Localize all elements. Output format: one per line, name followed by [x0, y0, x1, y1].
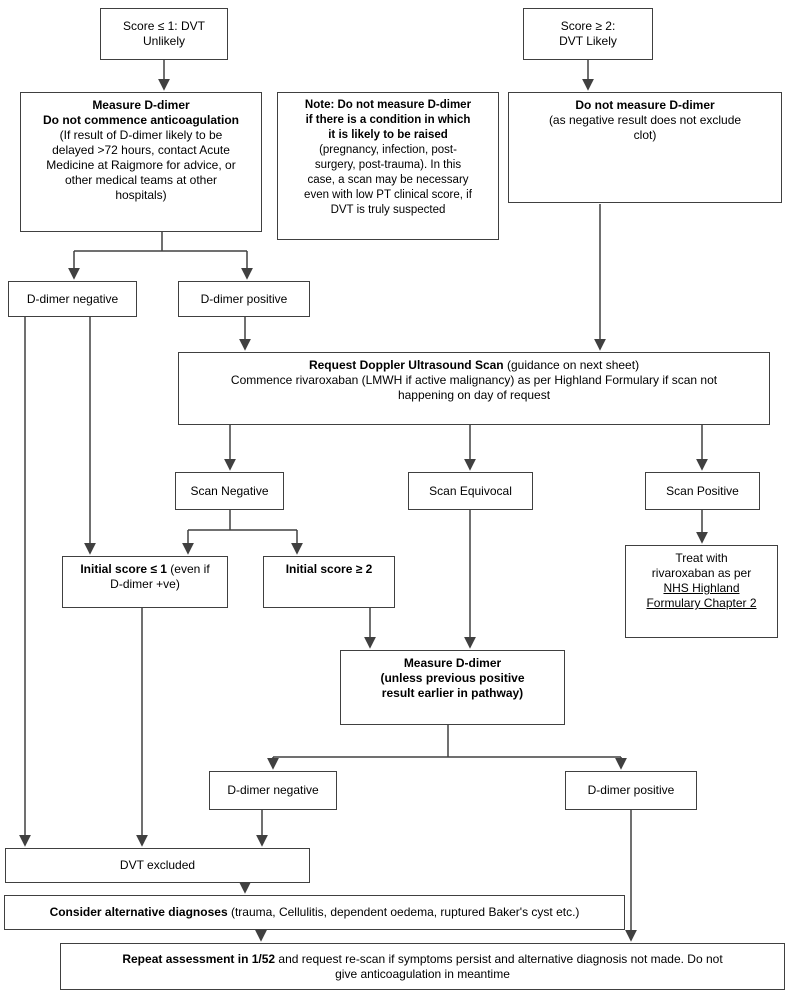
node-measure-ddimer-detail: (If result of D-dimer likely to be delay… [46, 128, 236, 202]
node-scan-positive-label: Scan Positive [666, 483, 739, 498]
node-ddimer-positive-1-label: D-dimer positive [200, 291, 288, 306]
node-request-title-note: (guidance on next sheet) [503, 358, 640, 372]
node-ddimer-negative-2: D-dimer negative [209, 771, 337, 810]
nhs-highland-formulary-link[interactable]: NHS Highland Formulary Chapter 2 [646, 581, 757, 610]
node-scan-equivocal-label: Scan Equivocal [429, 483, 512, 498]
node-dvt-excluded-label: DVT excluded [119, 858, 196, 872]
node-initial-score-le1-note: (even if D-dimer +ve) [110, 562, 210, 591]
node-treat-rivaroxaban: Treat with rivaroxaban as per NHS Highla… [625, 545, 778, 638]
node-ddimer-positive-2-label: D-dimer positive [587, 783, 675, 797]
node-score-low: Score ≤ 1: DVT Unlikely [100, 8, 228, 60]
node-measure-ddimer: Measure D-dimer Do not commence anticoag… [20, 92, 262, 232]
node-ddimer-negative-1-label: D-dimer negative [26, 291, 119, 306]
node-repeat-line: Repeat assessment in 1/52 and request re… [122, 952, 722, 982]
node-do-not-measure-title: Do not measure D-dimer [575, 98, 715, 112]
node-measure-ddimer-2-label: Measure D-dimer (unless previous positiv… [380, 656, 525, 700]
node-request-title: Request Doppler Ultrasound Scan [308, 358, 504, 372]
node-ddimer-negative-1: D-dimer negative [8, 281, 137, 317]
node-do-not-measure-detail: (as negative result does not exclude clo… [548, 113, 742, 142]
node-repeat-title: Repeat assessment in 1/52 [122, 951, 276, 966]
node-initial-score-le1: Initial score ≤ 1 (even if D-dimer +ve) [62, 556, 228, 608]
node-note-dimer-caution: Note: Do not measure D-dimer if there is… [277, 92, 499, 240]
node-repeat-assessment: Repeat assessment in 1/52 and request re… [60, 943, 785, 990]
node-treat-label: Treat with rivaroxaban as per [651, 551, 752, 580]
node-dvt-excluded: DVT excluded [5, 848, 310, 883]
node-consider-detail: (trauma, Cellulitis, dependent oedema, r… [227, 905, 580, 919]
node-score-low-label: Score ≤ 1: DVT Unlikely [123, 19, 205, 48]
node-request-detail: Commence rivaroxaban (LMWH if active mal… [230, 373, 718, 402]
node-initial-score-ge2: Initial score ≥ 2 [263, 556, 395, 608]
node-consider-alternative-diagnoses: Consider alternative diagnoses (trauma, … [4, 895, 625, 930]
node-request-title-line: Request Doppler Ultrasound Scan (guidanc… [183, 358, 765, 373]
node-initial-score-le1-label: Initial score ≤ 1 [80, 562, 167, 576]
node-scan-negative: Scan Negative [175, 472, 284, 510]
node-consider-line: Consider alternative diagnoses (trauma, … [50, 905, 580, 920]
node-ddimer-negative-2-label: D-dimer negative [227, 783, 319, 797]
node-score-high-label: Score ≥ 2: DVT Likely [559, 19, 617, 48]
node-repeat-detail: and request re-scan if symptoms persist … [278, 951, 723, 981]
node-consider-title: Consider alternative diagnoses [49, 905, 228, 919]
node-note-detail: (pregnancy, infection, post- surgery, po… [304, 144, 472, 216]
node-note-title: Note: Do not measure D-dimer if there is… [304, 99, 472, 141]
node-ddimer-positive-1: D-dimer positive [178, 281, 310, 317]
node-ddimer-positive-2: D-dimer positive [565, 771, 697, 810]
node-scan-positive: Scan Positive [645, 472, 760, 510]
node-measure-ddimer-title: Measure D-dimer Do not commence anticoag… [42, 98, 240, 127]
node-scan-equivocal: Scan Equivocal [408, 472, 533, 510]
node-scan-negative-label: Scan Negative [190, 483, 269, 498]
node-measure-ddimer-2: Measure D-dimer (unless previous positiv… [340, 650, 565, 725]
node-request-doppler-scan: Request Doppler Ultrasound Scan (guidanc… [178, 352, 770, 425]
node-score-high: Score ≥ 2: DVT Likely [523, 8, 653, 60]
node-initial-score-ge2-label: Initial score ≥ 2 [285, 562, 373, 576]
node-do-not-measure-ddimer: Do not measure D-dimer (as negative resu… [508, 92, 782, 203]
